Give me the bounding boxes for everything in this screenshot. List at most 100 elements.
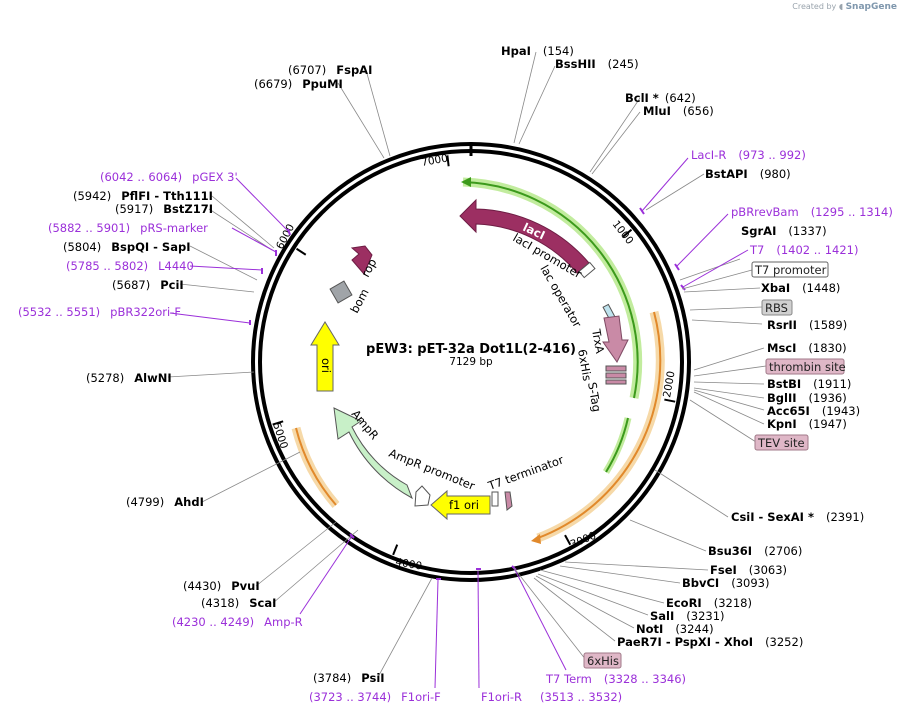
primer-label[interactable]: (6042 .. 6064)pGEX 3' [100,170,238,184]
ori-label: ori [319,358,333,373]
plasmid-size: 7129 bp [449,356,493,368]
enzyme-label[interactable]: MluI(656) [643,104,714,118]
tick-mark [272,420,284,426]
tick-mark [664,398,676,403]
t7-terminator-mark-2 [491,491,499,507]
box-6xhis[interactable]: 6xHis [583,652,622,669]
box-tev-site[interactable]: TEV site [754,434,809,451]
thrombin-mark [605,372,627,379]
enzyme-label[interactable]: BglII(1936) [767,391,847,405]
primer-label[interactable]: pBRrevBam(1295 .. 1314) [731,205,893,219]
enzyme-label[interactable]: (5687)PciI [112,278,184,292]
6xhis-feature-label: 6xHis [575,348,594,382]
enzyme-label[interactable]: (5804)BspQI - SapI [63,240,190,254]
enzyme-label[interactable]: (4799)AhdI [126,495,204,509]
tick-mark [564,534,572,546]
box-leader-lines [513,269,767,661]
plasmid-name: pEW3: pET-32a Dot1L(2-416) [366,342,576,357]
tick-mark [622,228,633,238]
enzyme-label[interactable]: (3784)PsiI [313,671,385,685]
enzyme-label[interactable]: BstAPI(980) [705,167,791,181]
enzyme-label[interactable]: FseI(3063) [710,563,787,577]
credit-brand: SnapGene [845,2,897,12]
t7-terminator-mark [504,491,513,511]
boxed-feature-labels: T7 promoter RBS thrombin site TEV site 6… [583,261,846,669]
tick-label-4000: 4000 [394,556,422,572]
enzyme-label[interactable]: (5917)BstZ17I [115,202,213,216]
enzyme-label[interactable]: EcoRI(3218) [666,596,752,610]
primer-label[interactable]: (5882 .. 5901)pRS-marker [48,221,208,235]
enzyme-label[interactable]: BclI *(642) [625,91,696,105]
tick-label-2000: 2000 [661,370,677,398]
ampr-feature[interactable] [333,407,413,500]
primer-label[interactable]: F1ori-R(3513 .. 3532) [481,690,622,704]
enzyme-label[interactable]: BbvCI(3093) [682,576,769,590]
enzyme-label[interactable]: (5942)PflFI - Tth111I [73,189,213,203]
tick-mark [446,155,450,167]
enzyme-label[interactable]: MscI(1830) [767,341,847,355]
tick-label-7000: 7000 [420,152,448,168]
trxa-feature[interactable] [602,315,629,363]
green-arc-lower [605,417,629,473]
lacI-promoter-mark [578,261,596,279]
trxa-label: TrxA [589,327,607,355]
snapgene-logo-icon: ◖ [838,2,844,11]
primer-marks [249,207,686,580]
enzyme-label[interactable]: BssHII(245) [555,57,639,71]
ori-feature[interactable] [310,321,340,392]
enzyme-label[interactable]: (6707)FspAI [288,63,372,77]
tick-marks [272,142,676,556]
enzyme-label[interactable]: Acc65I(1943) [767,404,860,418]
enzyme-label[interactable]: XbaI(1448) [761,281,840,295]
his-tag-mark [605,365,627,372]
enzyme-label[interactable]: NotI(3244) [636,622,714,636]
bom-feature[interactable] [329,280,353,304]
lacI-feature[interactable] [459,198,590,274]
orange-arc [537,311,662,539]
primer-leader-lines [169,157,749,689]
primer-label[interactable]: (3723 .. 3744)F1ori-F [309,690,441,704]
enzyme-label[interactable]: (6679)PpuMI [254,77,343,91]
primer-label[interactable]: (5532 .. 5551)pBR322ori-F [18,305,181,319]
primer-label[interactable]: LacI-R(973 .. 992) [691,148,806,162]
ampr-promoter-mark [414,485,431,507]
primer-label[interactable]: (4230 .. 4249)Amp-R [172,615,303,629]
enzyme-label[interactable]: SalI(3231) [650,609,725,623]
rop-feature[interactable] [350,245,373,275]
f1-ori-label: f1 ori [449,498,479,512]
primer-label[interactable]: (5785 .. 5802)L4440 [66,259,194,273]
box-tev-site-text: TEV site [757,436,805,450]
box-6xhis-text: 6xHis [587,654,619,668]
enzyme-labels: HpaI(154) BssHII(245) BclI *(642) MluI(6… [63,44,864,685]
orange-arc-left-halo [291,426,340,508]
primer-label[interactable]: T7 Term(3328 .. 3346) [545,672,686,686]
tick-mark [392,544,399,556]
enzyme-label[interactable]: (4430)PvuI [183,579,260,593]
enzyme-label[interactable]: (5278)AlwNI [86,371,172,385]
enzyme-label[interactable]: SgrAI(1337) [741,224,827,238]
enzyme-label[interactable]: PaeR7I - PspXI - XhoI(3252) [617,635,803,649]
box-thrombin-site[interactable]: thrombin site [765,358,846,375]
enzyme-label[interactable]: KpnI(1947) [767,417,847,431]
enzyme-label[interactable]: RsrII(1589) [767,318,847,332]
enzyme-label[interactable]: Bsu36I(2706) [708,544,802,558]
primer-label[interactable]: T7(1402 .. 1421) [749,243,858,257]
box-rbs-text: RBS [765,301,788,315]
enzyme-label[interactable]: HpaI(154) [501,44,574,58]
f1-ori-feature[interactable] [430,489,491,521]
credit-created-by: Created by [792,2,837,11]
s-tag-label: S-Tag [585,381,604,413]
enzyme-label[interactable]: BstBI(1911) [767,377,851,391]
snapgene-credit: Created by ◖ SnapGene [792,2,897,12]
orange-arc-arrowhead-icon [531,534,541,544]
tick-mark [295,247,307,256]
green-arc-arrowhead-icon [461,177,471,187]
box-thrombin-site-text: thrombin site [769,360,846,374]
enzyme-label[interactable]: CsiI - SexAI *(2391) [731,510,864,524]
box-rbs[interactable]: RBS [761,299,793,316]
green-arc [462,181,639,399]
enzyme-label[interactable]: (4318)ScaI [201,596,276,610]
box-t7-promoter[interactable]: T7 promoter [751,261,829,278]
enzyme-leader-lines [167,51,765,678]
